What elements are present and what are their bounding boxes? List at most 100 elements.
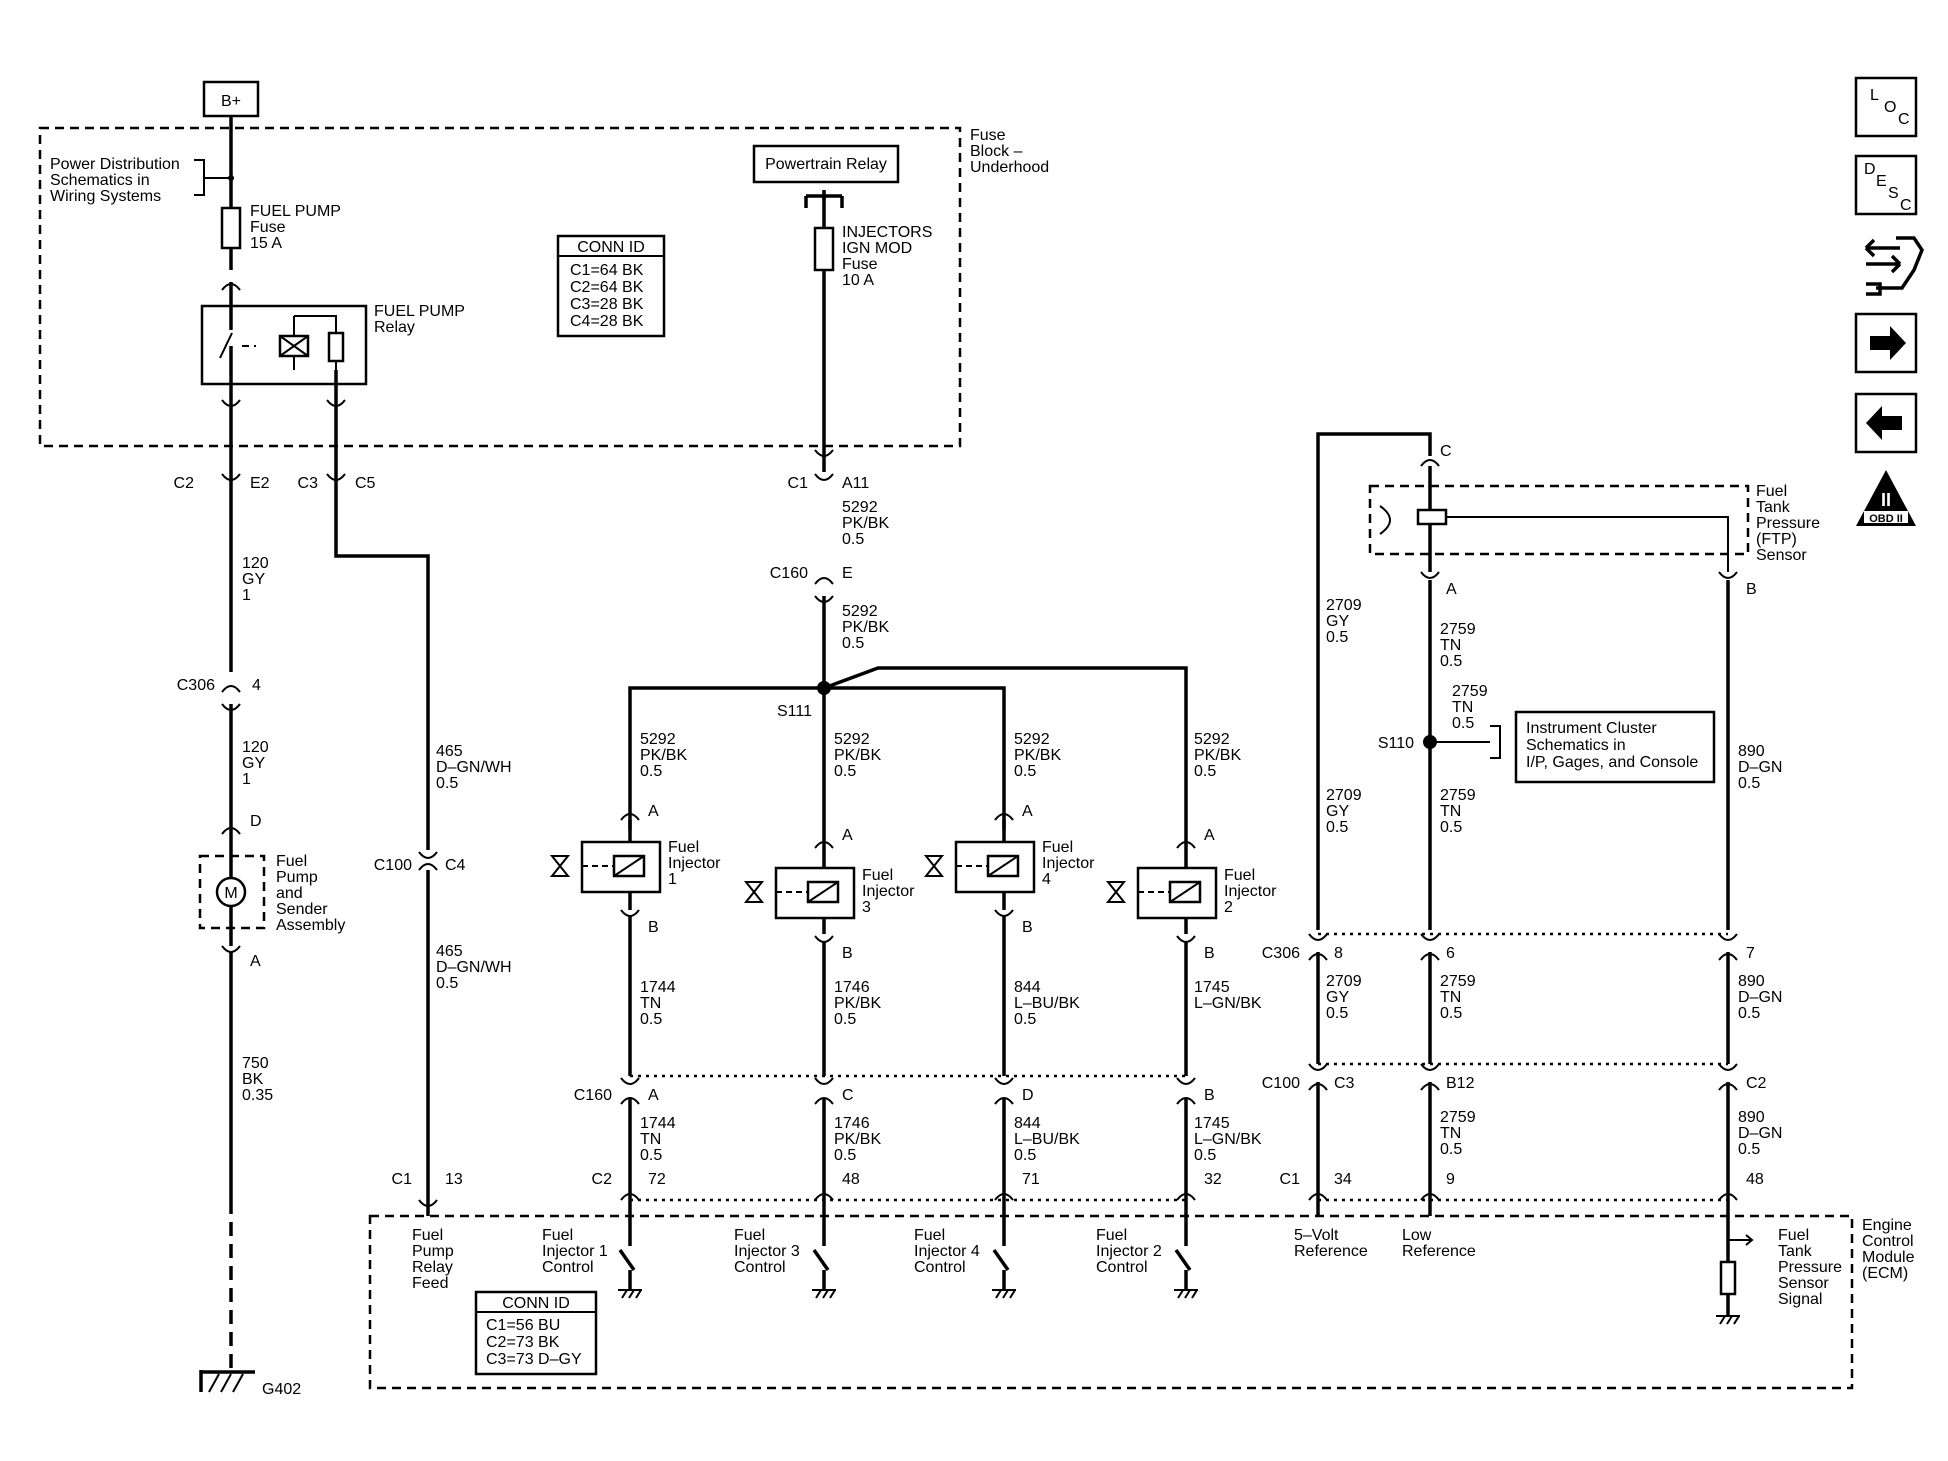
battery-positive-box: B+ <box>202 80 260 118</box>
svg-text:9: 9 <box>1446 1171 1455 1188</box>
svg-text:5292 PK/BK 0.5: 5292 PK/BK 0.5 <box>640 731 692 780</box>
svg-text:5292 PK/BK 0.5: 5292 PK/BK 0.5 <box>1014 731 1066 780</box>
ecm-ftp-signal-input <box>1716 1216 1754 1325</box>
svg-text:OBD II: OBD II <box>1869 513 1903 525</box>
svg-text:II: II <box>1881 490 1891 510</box>
svg-text:5292 PK/BK 0.5: 5292 PK/BK 0.5 <box>1194 731 1246 780</box>
svg-text:A: A <box>648 1087 659 1104</box>
ground-g402: G402 <box>199 1370 301 1398</box>
svg-text:5292 PK/BK 0.5: 5292 PK/BK 0.5 <box>842 603 894 652</box>
loc-button[interactable]: L O C <box>1854 76 1918 138</box>
splice-s111 <box>817 681 831 695</box>
power-distribution-label: Power Distribution Schematics in Wiring … <box>50 156 184 205</box>
svg-text:C2: C2 <box>592 1171 613 1188</box>
fuse-block-outline <box>38 126 962 448</box>
svg-text:D: D <box>1022 1087 1034 1104</box>
svg-text:C2=73 BK: C2=73 BK <box>486 1334 560 1351</box>
svg-text:A: A <box>648 803 659 820</box>
desc-button[interactable]: D E S C <box>1854 154 1918 216</box>
obd-ii-icon[interactable]: II OBD II <box>1856 470 1916 526</box>
svg-text:71: 71 <box>1022 1171 1040 1188</box>
svg-text:C: C <box>1900 197 1912 214</box>
pin-d-label: D <box>250 813 262 830</box>
svg-text:C2=64 BK: C2=64 BK <box>570 279 644 296</box>
svg-text:A: A <box>1446 581 1457 598</box>
svg-text:34: 34 <box>1334 1171 1352 1188</box>
c100-label-left: C100 <box>374 857 412 874</box>
c160-label-bottom: C160 <box>574 1087 612 1104</box>
svg-text:C4=28 BK: C4=28 BK <box>570 313 644 330</box>
svg-text:B: B <box>842 945 853 962</box>
svg-text:32: 32 <box>1204 1171 1222 1188</box>
conn-c1-label: C1 <box>788 475 809 492</box>
c306-label-left: C306 <box>177 677 215 694</box>
svg-text:O: O <box>1884 99 1896 116</box>
svg-text:750 BK 0.35: 750 BK 0.35 <box>242 1055 273 1104</box>
connector-locator-icon[interactable] <box>1864 236 1924 296</box>
fuel-pump-relay-label: FUEL PUMP Relay <box>374 303 469 336</box>
svg-text:48: 48 <box>842 1171 860 1188</box>
svg-text:C3=28 BK: C3=28 BK <box>570 296 644 313</box>
pin-a-label-pump: A <box>250 953 261 970</box>
svg-text:G402: G402 <box>262 1381 301 1398</box>
conn-c3-label: C3 <box>298 475 319 492</box>
c160-label-top: C160 <box>770 565 808 582</box>
svg-text:B: B <box>648 919 659 936</box>
ftp-sensor <box>1368 466 1750 572</box>
svg-text:Fuel Tank Pressure: Fuel Tank Pressure (FTP) Sensor <box>1756 483 1824 564</box>
svg-text:C: C <box>1440 443 1452 460</box>
back-arrow-icon[interactable] <box>1854 392 1918 454</box>
svg-text:C1=64 BK: C1=64 BK <box>570 262 644 279</box>
fuel-pump-fuse-label: FUEL PUMP Fuse 15 A <box>250 203 345 252</box>
fuel-pump-motor: M <box>198 842 266 946</box>
ecm-outline <box>368 1214 1854 1390</box>
splice-s111-label: S111 <box>777 703 812 720</box>
c306-label-right: C306 <box>1262 945 1300 962</box>
fuel-injector-2: A B <box>1105 827 1218 962</box>
svg-text:C1: C1 <box>392 1171 413 1188</box>
svg-text:A: A <box>842 827 853 844</box>
powertrain-relay-box: Powertrain Relay <box>752 144 900 184</box>
svg-text:C3: C3 <box>1334 1075 1355 1092</box>
ecm-injector-drivers <box>618 1216 1198 1299</box>
svg-text:CONN ID: CONN ID <box>577 239 645 256</box>
svg-text:B: B <box>1204 945 1215 962</box>
svg-text:A: A <box>1204 827 1215 844</box>
svg-text:465 D–GN/WH 0.5: 465 D–GN/WH 0.5 <box>436 743 516 792</box>
svg-text:6: 6 <box>1446 945 1455 962</box>
splice-s110-label: S110 <box>1378 735 1414 752</box>
ecm-label: Engine Control Module (ECM) <box>1862 1217 1919 1282</box>
pin-e-label: E <box>842 565 853 582</box>
fuel-pump-relay <box>200 304 368 386</box>
conn-id-box-ecm: CONN ID C1=56 BU C2=73 BK C3=73 D–GY <box>474 1290 598 1376</box>
next-arrow-icon[interactable] <box>1854 312 1918 374</box>
svg-text:B12: B12 <box>1446 1075 1475 1092</box>
injectors-fuse-label: INJECTORS IGN MOD Fuse 10 A <box>842 224 937 289</box>
svg-text:C2: C2 <box>1746 1075 1767 1092</box>
svg-text:8: 8 <box>1334 945 1343 962</box>
svg-text:7: 7 <box>1746 945 1755 962</box>
injectors-fuse <box>813 226 835 272</box>
svg-text:B: B <box>1746 581 1757 598</box>
svg-text:5292 PK/BK 0.5: 5292 PK/BK 0.5 <box>834 731 886 780</box>
